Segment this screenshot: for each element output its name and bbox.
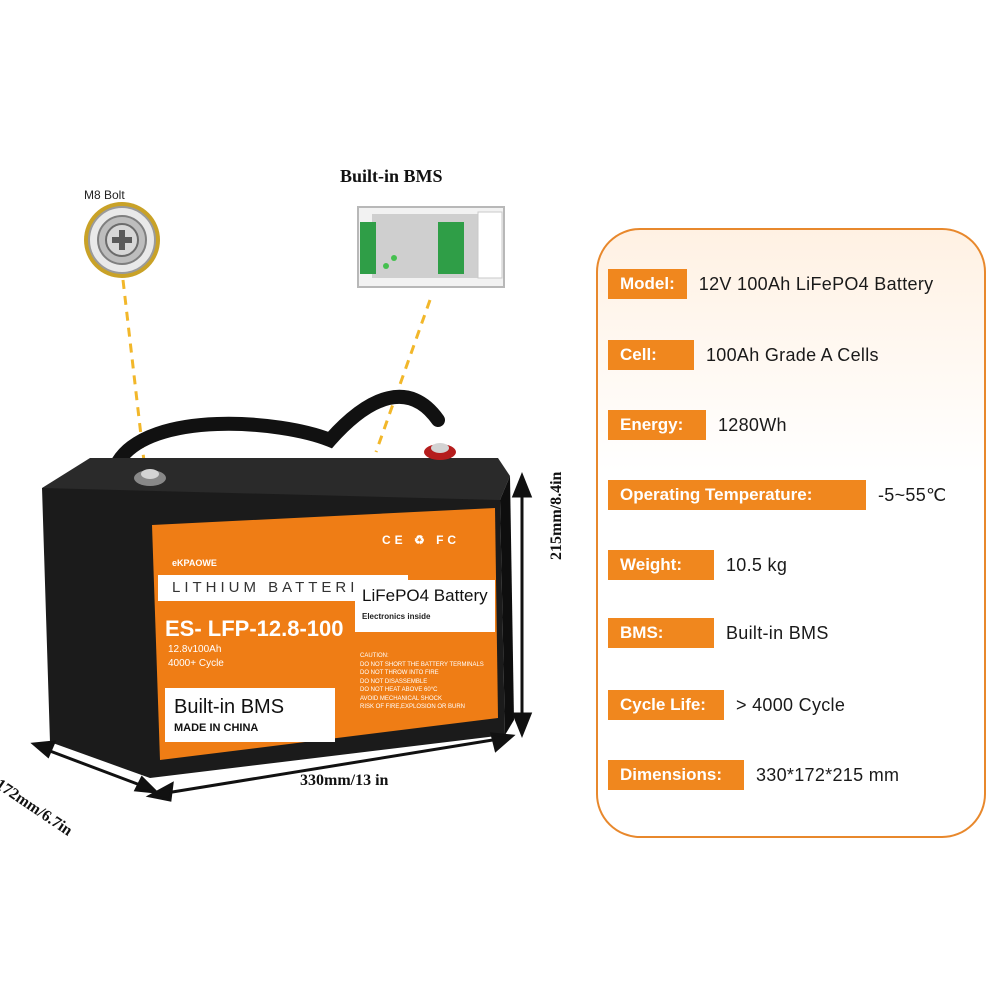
battery-spec-cycle: 4000+ Cycle (168, 658, 224, 669)
spec-value: 330*172*215 mm (756, 764, 900, 785)
spec-row-cell: Cell: 100Ah Grade A Cells (608, 340, 879, 370)
spec-value: 1280Wh (718, 414, 787, 435)
chemistry-box (355, 580, 495, 632)
spec-value: > 4000 Cycle (736, 694, 846, 715)
caution-text: CAUTION: DO NOT SHORT THE BATTERY TERMIN… (360, 652, 484, 712)
spec-value: Built-in BMS (726, 622, 829, 643)
spec-label: Dimensions: (608, 760, 744, 790)
spec-label: Cycle Life: (608, 690, 724, 720)
width-arrow (145, 732, 516, 802)
battery-spec-capacity: 12.8v100Ah (168, 644, 222, 655)
spec-row-energy: Energy: 1280Wh (608, 410, 787, 440)
spec-row-bms: BMS: Built-in BMS (608, 618, 829, 648)
spec-row-dimensions: Dimensions: 330*172*215 mm (608, 760, 899, 790)
spec-row-weight: Weight: 10.5 kg (608, 550, 787, 580)
spec-row-cycle-life: Cycle Life: > 4000 Cycle (608, 690, 845, 720)
caution-line: DO NOT HEAT ABOVE 60°C (360, 687, 438, 693)
spec-row-model: Model: 12V 100Ah LiFePO4 Battery (608, 269, 933, 299)
made-in: MADE IN CHINA (174, 722, 259, 734)
spec-value: 10.5 kg (726, 554, 788, 575)
cert-marks: CE ♻ FC (382, 533, 461, 547)
spec-row-temperature: Operating Temperature: -5~55℃ (608, 480, 947, 510)
caution-line: DO NOT SHORT THE BATTERY TERMINALS (360, 661, 484, 668)
spec-label: Model: (608, 269, 687, 299)
bms-box (165, 688, 335, 742)
spec-label: Cell: (608, 340, 694, 370)
spec-label: BMS: (608, 618, 714, 648)
caution-line: DO NOT DISASSEMBLE (360, 678, 428, 685)
spec-value: -5~55℃ (878, 484, 947, 505)
battery-brand: eKPAOWE (172, 558, 217, 568)
spec-panel (596, 228, 986, 838)
bms-callout: Built-in BMS (340, 166, 443, 186)
spec-value: 12V 100Ah LiFePO4 Battery (698, 273, 934, 294)
bms-leader-line (374, 299, 432, 453)
battery-chemistry: LiFePO4 Battery (362, 586, 488, 605)
spec-label: Weight: (608, 550, 714, 580)
dimension-height: 215mm/8.4in (548, 471, 565, 560)
m8-bolt-icon (84, 202, 160, 278)
electronics-inside: Electronics inside (362, 612, 431, 621)
dimension-width: 330mm/13 in (300, 772, 389, 789)
caution-line: AVOID MECHANICAL SHOCK (360, 695, 443, 702)
spec-label: Operating Temperature: (608, 480, 866, 510)
depth-arrow (30, 740, 161, 794)
battery-model: ES- LFP-12.8-100 (165, 616, 344, 641)
battery-bms: Built-in BMS (174, 696, 285, 718)
bolt-callout: M8 Bolt (84, 188, 125, 202)
caution-line: CAUTION: (360, 653, 389, 659)
spec-label: Energy: (608, 410, 706, 440)
spec-value: 100Ah Grade A Cells (706, 344, 879, 365)
height-arrow (511, 471, 533, 739)
caution-line: RISK OF FIRE,EXPLOSION OR BURN (360, 704, 466, 710)
caution-line: DO NOT THROW INTO FIRE (360, 670, 439, 676)
bms-board-icon (357, 206, 505, 288)
